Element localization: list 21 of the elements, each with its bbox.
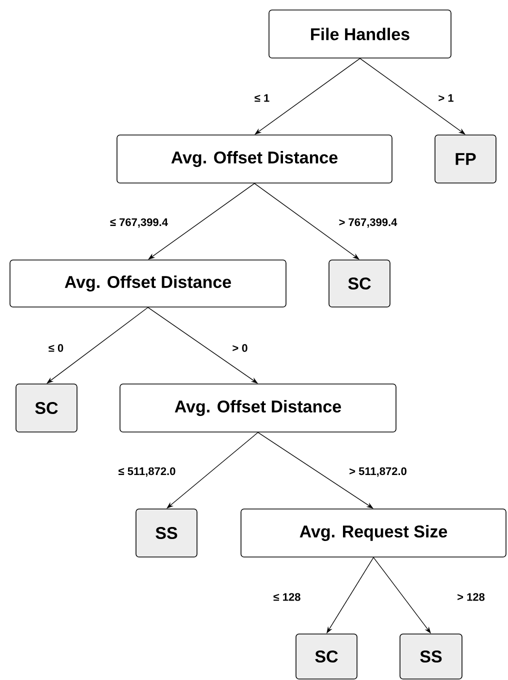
leaf-box: SC: [296, 634, 358, 680]
leaf-box: SS: [400, 634, 462, 680]
edge-label: > 0: [232, 344, 248, 352]
edge-label: ≤ 511,872.0: [118, 467, 176, 477]
edge-label: > 767,399.4: [339, 218, 398, 228]
edge-label: ≤ 767,399.4: [110, 218, 168, 228]
leaf-box: SC: [16, 384, 78, 432]
decision-box: Avg. Offset Distance: [120, 384, 396, 432]
edge-label: ≤ 128: [274, 593, 300, 601]
decision-box: Avg. Request Size: [240, 508, 506, 558]
edge-label: > 511,872.0: [350, 467, 406, 477]
edge-label: ≤ 0: [48, 344, 64, 352]
decision-box: Avg. Offset Distance: [116, 134, 392, 184]
leaf-box: SC: [328, 260, 390, 308]
decision-box: File Handles: [268, 10, 452, 58]
edge-label: > 128: [458, 593, 485, 601]
leaf-box: SS: [136, 508, 198, 558]
decision-box: Avg. Offset Distance: [10, 260, 286, 308]
edge-label: > 1: [438, 94, 454, 102]
leaf-box: FP: [434, 134, 496, 184]
edge-label: ≤ 1: [254, 94, 270, 102]
